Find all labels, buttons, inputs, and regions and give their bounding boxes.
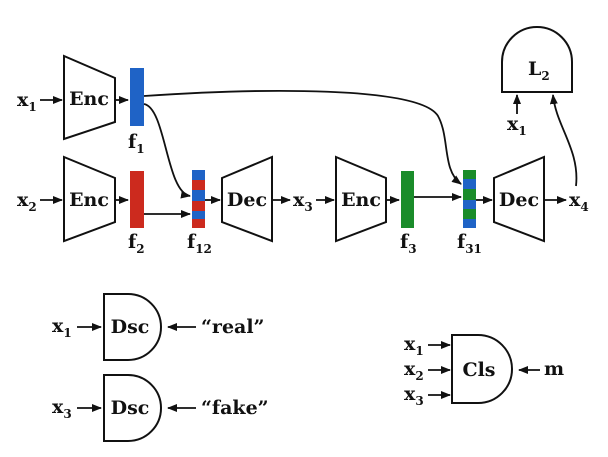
discriminator-real-label: Dsc [111, 316, 150, 338]
feature-f3-label: f3 [400, 231, 417, 256]
decoder-second-label: Dec [499, 189, 539, 211]
cls-input-x2-label: x2 [404, 358, 424, 383]
feature-f2-label: f2 [128, 231, 145, 256]
encoder-third [335, 155, 387, 243]
feature-f12-bar [192, 170, 205, 228]
classifier [451, 334, 513, 404]
input-x2-label: x2 [17, 189, 37, 214]
encoder-top-label: Enc [69, 88, 109, 110]
output-x3-label: x3 [293, 189, 313, 214]
decoder-second [493, 155, 545, 243]
feature-f1-label: f1 [128, 131, 145, 156]
cls-input-x3-label: x3 [404, 383, 424, 408]
target-fake-label: “fake” [201, 397, 269, 419]
encoder-third-label: Enc [341, 189, 381, 211]
output-x4-label: x4 [569, 189, 589, 214]
feature-f31-bar [463, 170, 476, 228]
decoder-first-label: Dec [227, 189, 267, 211]
dsc-real-input-label: x1 [52, 315, 72, 340]
target-m-label: m [544, 358, 564, 380]
decoder-first [221, 155, 273, 243]
classifier-label: Cls [462, 359, 495, 381]
loss-l2-label: L2 [528, 58, 550, 83]
encoder-top [63, 54, 116, 141]
cls-input-x1-label: x1 [404, 333, 424, 358]
feature-f3-bar [401, 171, 414, 228]
feature-f1-bar [130, 68, 144, 126]
encoder-bottom [63, 155, 116, 243]
feature-f2-bar [130, 171, 144, 228]
target-real-label: “real” [201, 316, 265, 338]
loss-l2-block [501, 26, 573, 93]
arrow-x4-to-loss [549, 94, 578, 187]
input-x1-label: x1 [17, 89, 37, 114]
encoder-bottom-label: Enc [69, 189, 109, 211]
feature-f12-label: f12 [187, 231, 212, 256]
discriminator-real [103, 293, 162, 361]
feature-f31-label: f31 [457, 231, 482, 256]
arrow-f1-to-f31 [143, 90, 462, 185]
loss-input-x1-label: x1 [507, 113, 527, 138]
discriminator-fake [103, 374, 162, 442]
dsc-fake-input-label: x3 [52, 396, 72, 421]
discriminator-fake-label: Dsc [111, 397, 150, 419]
arrow-f1-to-f12 [143, 103, 191, 199]
